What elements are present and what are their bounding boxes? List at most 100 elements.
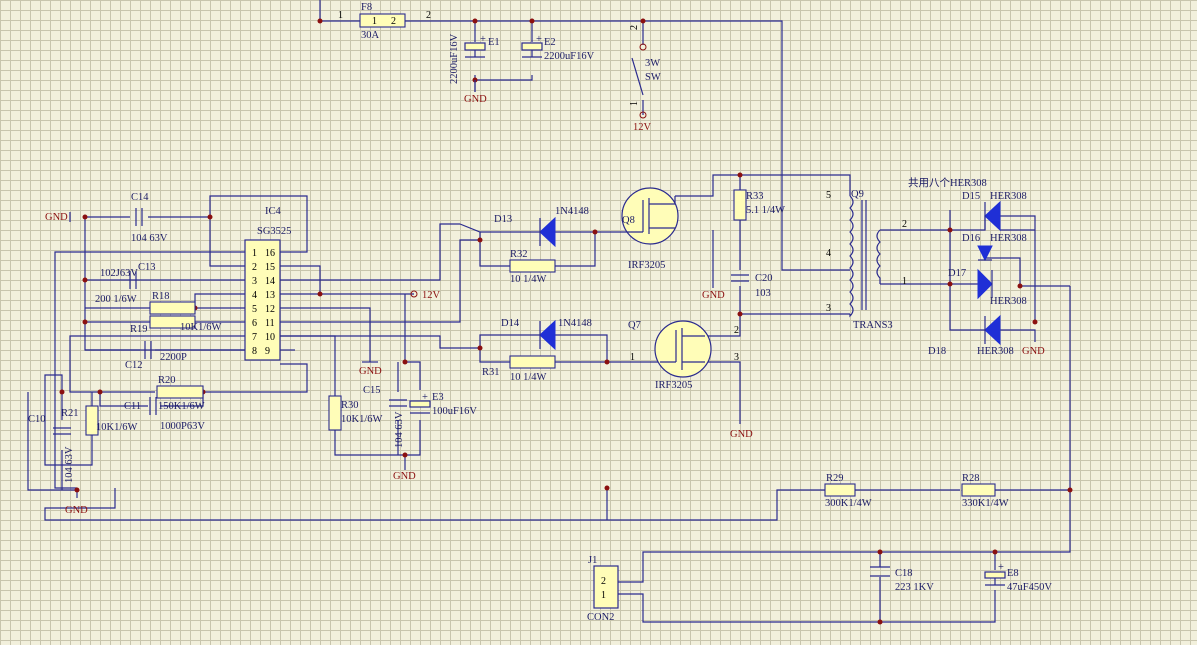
q8-ref: Q8 [622, 215, 635, 226]
q7-value: IRF3205 [655, 380, 692, 391]
resistor-r32[interactable]: R32 10 1/4W [509, 249, 556, 285]
r31-value: 10 1/4W [510, 372, 547, 383]
j1-pin1: 1 [601, 590, 606, 601]
r32-ref: R32 [510, 249, 528, 260]
resistor-r33[interactable]: R33 5.1 1/4W [733, 189, 785, 221]
diode-d16[interactable]: D16 HER308 [962, 233, 1027, 262]
ic4-pin-1: 1 [252, 248, 257, 259]
fuse-f8[interactable]: 1 1 2 2 F8 30A [338, 2, 431, 41]
capacitor-c18[interactable]: C18 223 1KV [870, 566, 934, 593]
ic4-pin-5: 5 [252, 304, 257, 315]
diode-d13[interactable]: D13 1N4148 [494, 206, 589, 248]
d13-value: 1N4148 [555, 206, 589, 217]
capacitor-e8[interactable]: + E8 47uF450V [984, 562, 1052, 593]
fuse-wire-pin-right: 2 [426, 10, 431, 21]
q7-pin3: 3 [734, 352, 739, 363]
resistor-r19[interactable]: R19 10K1/6W [130, 315, 222, 335]
q9-part: TRANS3 [853, 320, 893, 331]
r28-value: 330K1/4W [962, 498, 1009, 509]
resistor-r30[interactable]: R30 10K1/6W [328, 395, 383, 431]
ic4-pin-3: 3 [252, 276, 257, 287]
diode-d18[interactable]: D18 HER308 [928, 314, 1014, 357]
e3-ref: E3 [432, 392, 444, 403]
capacitor-c13[interactable]: C13 102J63V [100, 262, 156, 289]
r30-ref: R30 [341, 400, 359, 411]
q8-value: IRF3205 [628, 260, 665, 271]
capacitor-c20[interactable]: C20 103 [731, 273, 773, 299]
r29-value: 300K1/4W [825, 498, 872, 509]
e1-ref: E1 [488, 37, 500, 48]
c18-ref: C18 [895, 568, 913, 579]
c11-ref: C11 [124, 401, 141, 412]
resistor-r31[interactable]: R31 10 1/4W [482, 355, 556, 383]
transformer-q9[interactable]: Q9 TRANS3 5 4 3 2 1 [826, 189, 907, 331]
r31-ref: R31 [482, 367, 500, 378]
diode-d15[interactable]: D15 HER308 [962, 191, 1027, 232]
switch-label-3w: 3W [645, 58, 660, 69]
c11-value: 1000P63V [160, 421, 205, 432]
resistor-r29[interactable]: R29 300K1/4W [824, 473, 872, 509]
capacitor-c11[interactable]: C11 1000P63V [124, 397, 205, 432]
fuse-ref: F8 [361, 2, 372, 13]
capacitor-e3[interactable]: + E3 100uF16V [409, 392, 477, 417]
resistor-r21[interactable]: R21 10K1/6W [61, 405, 138, 436]
switch-12v-label: 12V [633, 122, 652, 133]
ic4-pin-6: 6 [252, 318, 257, 329]
diode-d14[interactable]: D14 1N4148 [501, 318, 592, 351]
c20-value: 103 [755, 288, 771, 299]
vcc-12v-ic4: 12V [410, 290, 441, 301]
q9-pin5: 5 [826, 190, 831, 201]
gnd-label-6: GND [702, 290, 725, 301]
switch-pin-bottom: 1 [629, 101, 640, 106]
gnd-label-5: GND [393, 471, 416, 482]
mosfet-q8[interactable]: Q8 IRF3205 [620, 187, 679, 271]
c20-ref: C20 [755, 273, 773, 284]
gnd-label-8: GND [1022, 346, 1045, 357]
capacitor-c10[interactable]: C10 104 63V [28, 414, 75, 483]
mosfet-q7[interactable]: Q7 IRF3205 1 2 3 [628, 320, 739, 391]
r18-ref: R18 [152, 291, 170, 302]
resistor-r28[interactable]: R28 330K1/4W [961, 473, 1009, 509]
capacitor-e2[interactable]: + E2 2200uF16V [521, 34, 595, 62]
e3-plus: + [422, 392, 428, 403]
ic4-pin-8: 8 [252, 346, 257, 357]
capacitor-c14[interactable]: C14 104 63V [131, 192, 168, 244]
gnd-q8: GND [702, 290, 725, 301]
fuse-wire-pin-left: 1 [338, 10, 343, 21]
e8-plus: + [998, 562, 1004, 573]
switch-3w[interactable]: 2 1 3W SW 12V [629, 25, 661, 133]
diode-d17[interactable]: D17 HER308 [948, 268, 1027, 307]
q9-pin3: 3 [826, 303, 831, 314]
d17-value: HER308 [990, 296, 1027, 307]
capacitor-c15[interactable]: C15 104 63V [363, 385, 407, 448]
capacitor-e1[interactable]: + E1 2200uF16V [449, 33, 500, 84]
ic4-12v-label: 12V [422, 290, 441, 301]
gnd-c15: GND [393, 471, 416, 482]
q9-pin4: 4 [826, 248, 831, 259]
d15-value: HER308 [990, 191, 1027, 202]
d18-ref: D18 [928, 346, 946, 357]
junction-dots [59, 18, 1073, 625]
gnd-label-1: GND [464, 94, 487, 105]
resistor-r18[interactable]: R18 200 1/6W [95, 291, 196, 315]
j1-ref: J1 [588, 555, 597, 566]
d16-ref: D16 [962, 233, 980, 244]
fuse-value: 30A [361, 30, 380, 41]
d18-value: HER308 [977, 346, 1014, 357]
connector-j1[interactable]: J1 2 1 CON2 [587, 555, 619, 623]
q7-pin1: 1 [630, 352, 635, 363]
gnd-label-4: GND [359, 366, 382, 377]
c15-ref: C15 [363, 385, 381, 396]
c12-value: 2200P [160, 352, 187, 363]
fuse-pin1: 1 [372, 16, 377, 27]
resistor-r20[interactable]: R20 150K1/6W [156, 375, 205, 412]
gnd-bridge: GND [1022, 346, 1045, 357]
gnd-left-top: GND [45, 212, 71, 223]
c14-value: 104 63V [131, 233, 168, 244]
capacitor-c12[interactable]: C12 2200P [125, 341, 187, 371]
ic4-pin-16: 16 [265, 248, 275, 259]
